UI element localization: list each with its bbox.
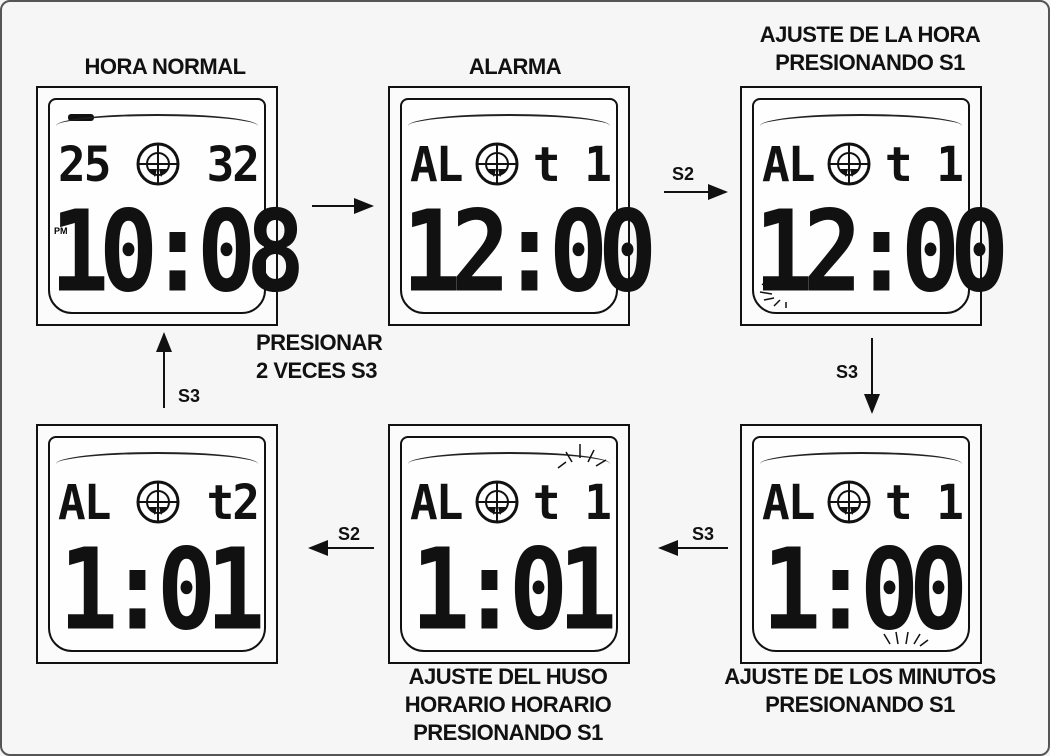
lcd-screen: AL t2 1:01 [48,436,266,652]
time-display: 12:00 [402,186,657,318]
button-label-s2-bottom: S2 [338,524,361,544]
button-label-s3-left: S3 [178,386,201,406]
lcd-topline [56,114,258,126]
title-ajuste-minutos-1: AJUSTE DE LOS MINUTOS [724,664,996,689]
compass-dial-icon [475,480,519,524]
button-label-s2-top: S2 [672,164,695,184]
blink-marks-icon [883,631,929,647]
note-line-2: 2 VECES S3 [256,358,377,383]
button-label-s3-right: S3 [836,362,859,382]
pm-indicator: PM [54,226,68,236]
alarm-number: t 1 [884,473,964,531]
lcd-screen: 25 32 PM 10:08 [48,98,305,318]
title-ajuste-huso-2: HORARIO HORARIO [404,692,612,717]
alarm-number: t2 [206,473,260,531]
blink-marks-icon [557,444,607,469]
blink-marks-icon [759,283,787,308]
alarm-number: t 1 [884,135,964,193]
lcd-topline [56,452,258,464]
note-line-1: PRESIONAR [256,330,383,355]
title-ajuste-hora-1: AJUSTE DE LA HORA [759,22,981,47]
lcd-screen: AL t 1 12:00 [400,98,657,318]
alarm-label: AL [762,473,815,531]
time-display: 1:00 [761,524,968,656]
alarm-number: t 1 [532,473,612,531]
lcd-screen: AL t 1 1:00 [752,436,970,652]
alarm-label: AL [58,473,111,531]
panel-ajuste-minutos: AL t 1 1:00 [740,424,982,664]
compass-dial-icon [827,480,871,524]
panel-hora-normal: 25 32 PM 10:08 [36,86,305,326]
date-left: 25 [58,135,111,193]
lcd-topline [760,114,962,126]
time-display: 1:01 [58,524,265,656]
panel-ajuste-huso: AL t 1 1:01 [388,424,630,664]
time-display: 1:01 [410,524,617,656]
panel-alarma-2: AL t2 1:01 [36,424,278,664]
title-ajuste-hora-2: PRESIONANDO S1 [775,50,965,75]
title-ajuste-minutos-2: PRESIONANDO S1 [765,692,955,717]
alarm-label: AL [410,473,463,531]
lcd-topline [408,114,610,126]
time-display: 12:00 [754,186,1009,318]
panel-alarma: AL t 1 12:00 [388,86,657,326]
lcd-screen: AL t 1 1:01 [400,436,618,652]
compass-dial-icon [475,142,519,186]
compass-dial-icon [136,480,180,524]
alarm-number: t 1 [532,135,612,193]
lcd-topline [408,452,610,464]
compass-dial-icon [136,142,180,186]
compass-dial-icon [827,142,871,186]
alarm-label: AL [762,135,815,193]
panel-ajuste-hora: AL t 1 12:00 [740,86,1009,326]
button-label-s3-bottom: S3 [692,524,715,544]
date-right: 32 [206,135,260,193]
title-hora-normal: HORA NORMAL [84,54,246,79]
time-display: 10:08 [50,186,305,318]
lcd-topline [760,452,962,464]
lcd-screen: AL t 1 12:00 [752,98,1009,318]
title-alarma: ALARMA [468,54,562,79]
title-ajuste-huso-1: AJUSTE DEL HUSO [408,664,608,689]
alarm-label: AL [410,135,463,193]
title-ajuste-huso-3: PRESIONANDO S1 [413,720,603,745]
